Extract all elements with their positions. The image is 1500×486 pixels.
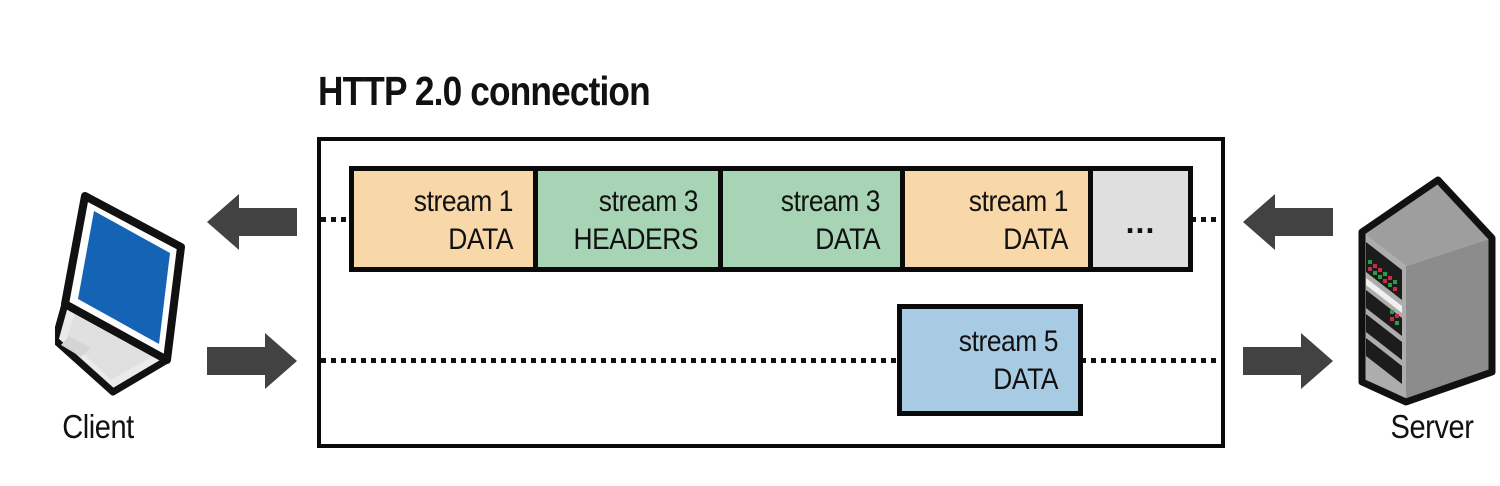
client-label: Client xyxy=(62,408,134,445)
frame-stream3-headers: stream 3 HEADERS xyxy=(533,166,723,272)
arrow-right-server-icon xyxy=(1243,333,1333,389)
frame-type-label: DATA xyxy=(448,223,513,256)
frame-stream-label: stream 3 xyxy=(598,185,699,218)
frame-type-label: DATA xyxy=(1003,223,1068,256)
frame-type-label: HEADERS xyxy=(573,223,698,256)
frame-stream-label: stream 5 xyxy=(958,325,1059,358)
frame-stream-label: stream 1 xyxy=(968,185,1069,218)
arrow-left-server-icon xyxy=(1243,194,1333,250)
frame-stream1-data-2: stream 1 DATA xyxy=(900,166,1093,272)
frame-type-label: DATA xyxy=(815,223,880,256)
arrow-left-client-icon xyxy=(207,194,297,250)
server-label: Server xyxy=(1390,408,1474,445)
laptop-icon xyxy=(55,192,185,396)
frames-row: stream 1 DATA stream 3 HEADERS stream 3 … xyxy=(349,166,1193,272)
ellipsis-label: ... xyxy=(1125,203,1156,240)
frame-stream-label: stream 3 xyxy=(780,185,881,218)
frame-ellipsis: ... xyxy=(1088,166,1193,272)
frame-type-label: DATA xyxy=(993,363,1058,396)
frame-stream1-data: stream 1 DATA xyxy=(349,166,538,272)
stream-dotted-line-bottom xyxy=(321,358,1221,363)
frame-stream3-data: stream 3 DATA xyxy=(718,166,905,272)
frame-stream5-data: stream 5 DATA xyxy=(897,304,1083,416)
diagram-title: HTTP 2.0 connection xyxy=(318,68,651,114)
server-icon xyxy=(1358,176,1496,406)
frame-stream-label: stream 1 xyxy=(413,185,514,218)
arrow-right-client-icon xyxy=(207,333,297,389)
